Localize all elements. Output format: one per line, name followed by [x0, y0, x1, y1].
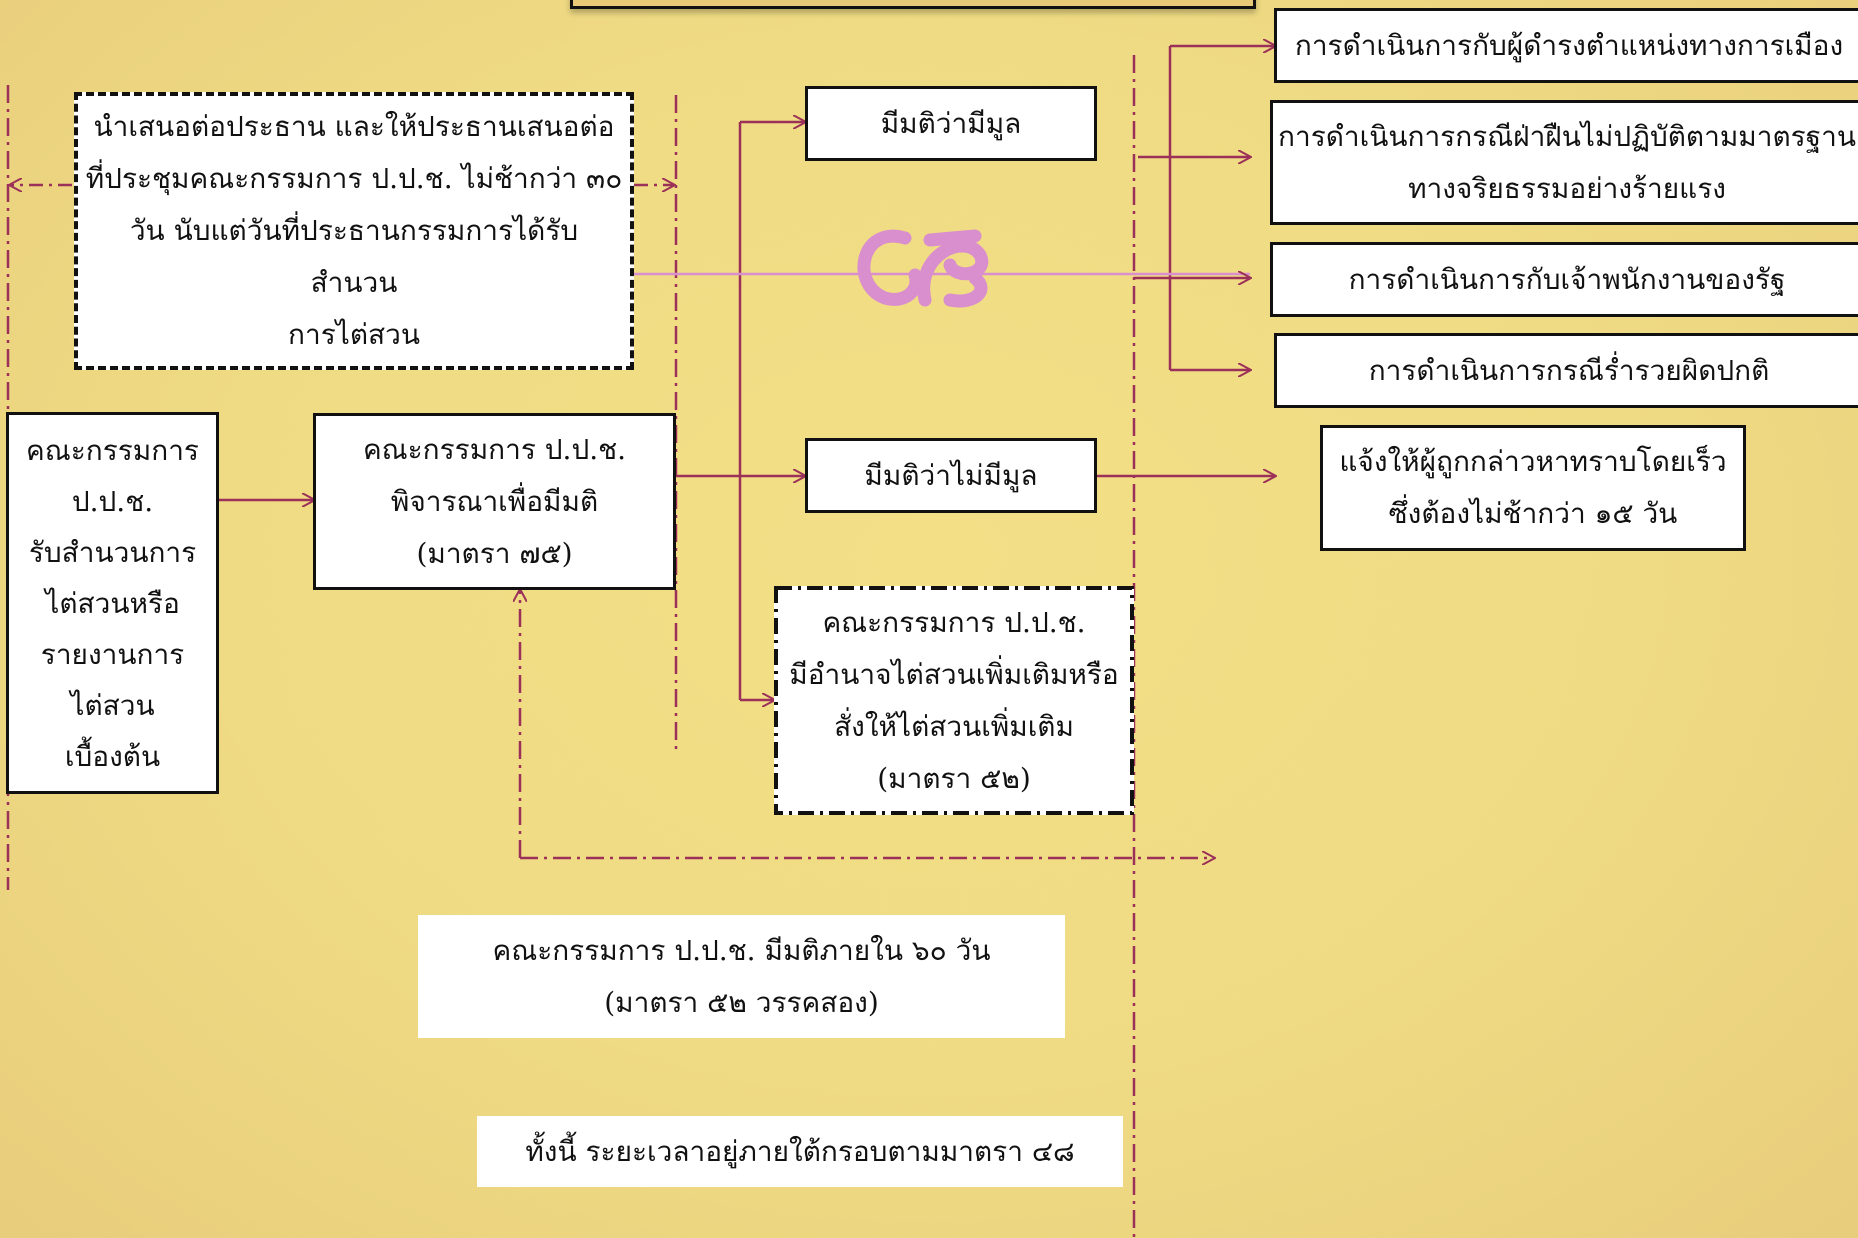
outcome-2-line-1: การดำเนินการกรณีฝ่าฝืนไม่ปฏิบัติตามมาตรฐ…: [1278, 119, 1856, 153]
outcome-2-line-2: ทางจริยธรรมอย่างร้ายแรง: [1408, 171, 1726, 205]
resolution-no-grounds-box: มีมติว่าไม่มีมูล: [805, 438, 1097, 513]
deadline-line-2: (มาตรา ๕๒ วรรคสอง): [604, 985, 879, 1019]
notice-line-2: ที่ประชุมคณะกรรมการ ป.ป.ช. ไม่ช้ากว่า ๓๐: [85, 162, 623, 195]
notice-line-1: นำเสนอต่อประธาน และให้ประธานเสนอต่อ: [93, 110, 615, 143]
further-inquiry-border: [774, 586, 1134, 815]
consider-box: คณะกรรมการ ป.ป.ช. พิจารณาเพื่อมีมติ (มาต…: [313, 413, 676, 590]
notify-line-1: แจ้งให้ผู้ถูกกล่าวหาทราบโดยเร็ว: [1339, 445, 1727, 478]
receive-line-2: ป.ป.ช.: [71, 484, 154, 518]
notify-box: แจ้งให้ผู้ถูกกล่าวหาทราบโดยเร็ว ซึ่งต้อง…: [1320, 425, 1746, 551]
receive-line-4: ไต่สวนหรือ: [45, 586, 180, 620]
receive-line-5: รายงานการ: [40, 637, 185, 671]
further-line-2: มีอำนาจไต่สวนเพิ่มเติมหรือ: [789, 657, 1119, 691]
consider-line-1: คณะกรรมการ ป.ป.ช.: [362, 432, 627, 466]
deadline-note: คณะกรรมการ ป.ป.ช. มีมติภายใน ๖๐ วัน (มาต…: [418, 915, 1065, 1038]
outcome-4-label: การดำเนินการกรณีร่ำรวยผิดปกติ: [1368, 353, 1770, 387]
notice-line-4: สำนวน: [310, 266, 398, 299]
outcome-3-label: การดำเนินการกับเจ้าพนักงานของรัฐ: [1348, 262, 1786, 296]
outcome-unusual-wealth-box: การดำเนินการกรณีร่ำรวยผิดปกติ: [1274, 333, 1858, 408]
title-bar-edge: [570, 0, 1256, 9]
consider-line-3: (มาตรา ๗๕): [416, 536, 573, 570]
further-inquiry-box: คณะกรรมการ ป.ป.ช. มีอำนาจไต่สวนเพิ่มเติม…: [774, 586, 1134, 815]
receive-line-1: คณะกรรมการ: [26, 433, 199, 467]
resolution-no-grounds-label: มีมติว่าไม่มีมูล: [864, 458, 1038, 492]
outcome-political-office-box: การดำเนินการกับผู้ดำรงตำแหน่งทางการเมือง: [1274, 8, 1858, 83]
notice-line-3: วัน นับแต่วันที่ประธานกรรมการได้รับ: [129, 214, 579, 247]
notify-line-2: ซึ่งต้องไม่ช้ากว่า ๑๕ วัน: [1388, 497, 1678, 530]
outcome-ethics-violation-box: การดำเนินการกรณีฝ่าฝืนไม่ปฏิบัติตามมาตรฐ…: [1270, 100, 1858, 225]
outcome-1-label: การดำเนินการกับผู้ดำรงตำแหน่งทางการเมือง: [1294, 28, 1844, 62]
deadline-line-1: คณะกรรมการ ป.ป.ช. มีมติภายใน ๖๐ วัน: [492, 933, 991, 967]
outcome-state-official-box: การดำเนินการกับเจ้าพนักงานของรัฐ: [1270, 242, 1858, 317]
notice-line-5: การไต่สวน: [288, 318, 420, 351]
resolution-grounds-box: มีมติว่ามีมูล: [805, 86, 1097, 161]
receive-line-7: เบื้องต้น: [64, 739, 161, 773]
receive-box: คณะกรรมการ ป.ป.ช. รับสำนวนการ ไต่สวนหรือ…: [6, 412, 219, 794]
further-line-1: คณะกรรมการ ป.ป.ช.: [822, 605, 1086, 639]
further-line-3: สั่งให้ไต่สวนเพิ่มเติม: [834, 709, 1074, 743]
decorative-scroll-icon: [857, 229, 989, 308]
receive-line-6: ไต่สวน: [70, 688, 155, 722]
receive-line-3: รับสำนวนการ: [28, 535, 197, 569]
resolution-grounds-label: มีมติว่ามีมูล: [880, 106, 1022, 140]
further-line-4: (มาตรา ๕๒): [877, 761, 1031, 795]
consider-line-2: พิจารณาเพื่อมีมติ: [390, 484, 599, 518]
timeframe-line-1: ทั้งนี้ ระยะเวลาอยู่ภายใต้กรอบตามมาตรา ๔…: [525, 1134, 1075, 1168]
notice-box: นำเสนอต่อประธาน และให้ประธานเสนอต่อ ที่ป…: [74, 92, 634, 370]
timeframe-note: ทั้งนี้ ระยะเวลาอยู่ภายใต้กรอบตามมาตรา ๔…: [477, 1116, 1123, 1187]
